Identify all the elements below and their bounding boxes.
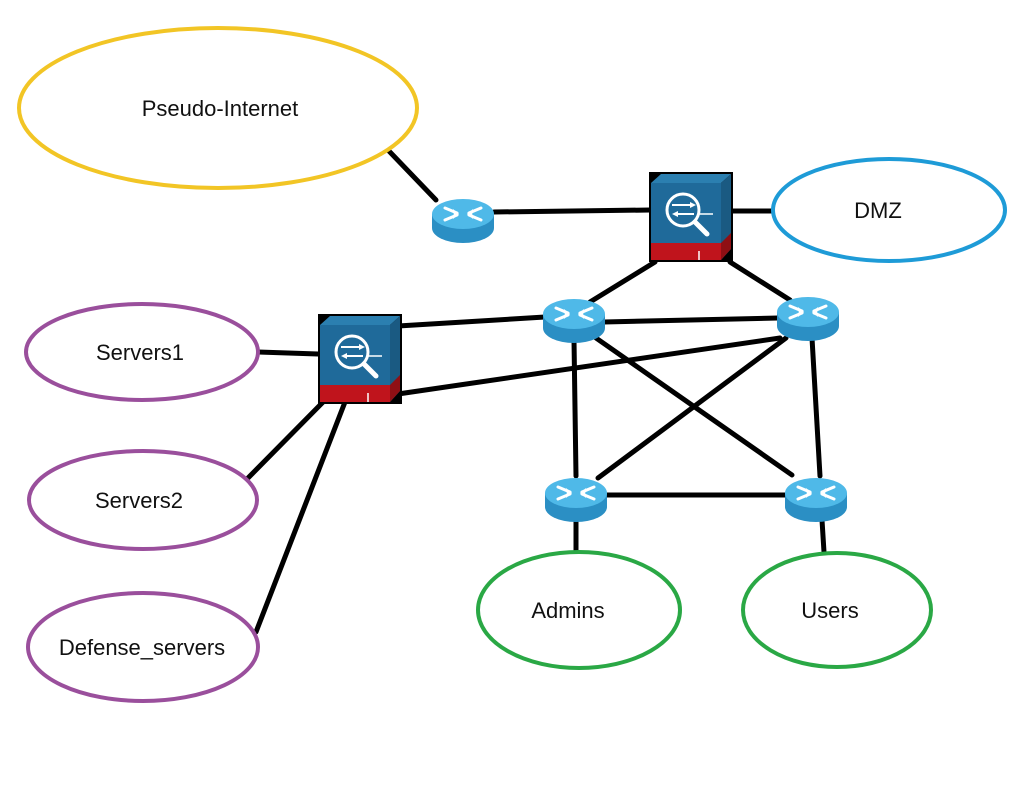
zone-defense-servers[interactable]: Defense_servers (26, 591, 260, 703)
firewall-icon[interactable] (318, 314, 402, 404)
link-core-tr-core-br (809, 335, 823, 479)
router-icon[interactable] (430, 197, 496, 245)
link-fw-left-core-tl (395, 314, 548, 329)
link-fw-left-defense (253, 399, 348, 635)
router-icon[interactable] (783, 476, 849, 524)
link-core-br-users (819, 517, 827, 555)
zone-label: Servers2 (95, 488, 183, 513)
link-core-tl-core-tr (601, 315, 781, 325)
zone-label: Servers1 (96, 340, 184, 365)
firewall-icon[interactable] (649, 172, 733, 262)
zone-label: Defense_servers (59, 635, 225, 660)
zone-label: DMZ (854, 198, 902, 223)
router-icon[interactable] (775, 295, 841, 343)
link-core-tr-core-bl (595, 335, 789, 481)
link-fw-top-core-tl (587, 259, 658, 305)
zones-layer: Pseudo-Internet DMZ Servers1 Servers2 De… (17, 26, 1007, 703)
links-layer (245, 147, 827, 635)
zone-label: Admins (531, 598, 604, 623)
link-fw-top-core-tr (727, 259, 793, 303)
zone-users[interactable]: Users (741, 551, 933, 669)
zone-admins[interactable]: Admins (476, 550, 682, 670)
zone-servers2[interactable]: Servers2 (27, 449, 259, 551)
router-icon[interactable] (543, 476, 609, 524)
link-fw-left-servers1 (255, 349, 321, 357)
zone-label: Pseudo-Internet (142, 96, 299, 121)
zone-label: Users (801, 598, 858, 623)
link-core-tl-core-bl (571, 337, 579, 479)
devices-layer (318, 172, 849, 524)
link-fw-left-servers2 (245, 392, 333, 481)
link-fw-left-core-tr (395, 335, 783, 397)
link-edge-router-fw-top (491, 207, 653, 215)
router-icon[interactable] (541, 297, 607, 345)
zone-pseudo-internet[interactable]: Pseudo-Internet (17, 26, 419, 190)
link-internet-edge-router (385, 147, 439, 203)
zone-dmz[interactable]: DMZ (771, 157, 1007, 263)
zone-servers1[interactable]: Servers1 (24, 302, 260, 402)
